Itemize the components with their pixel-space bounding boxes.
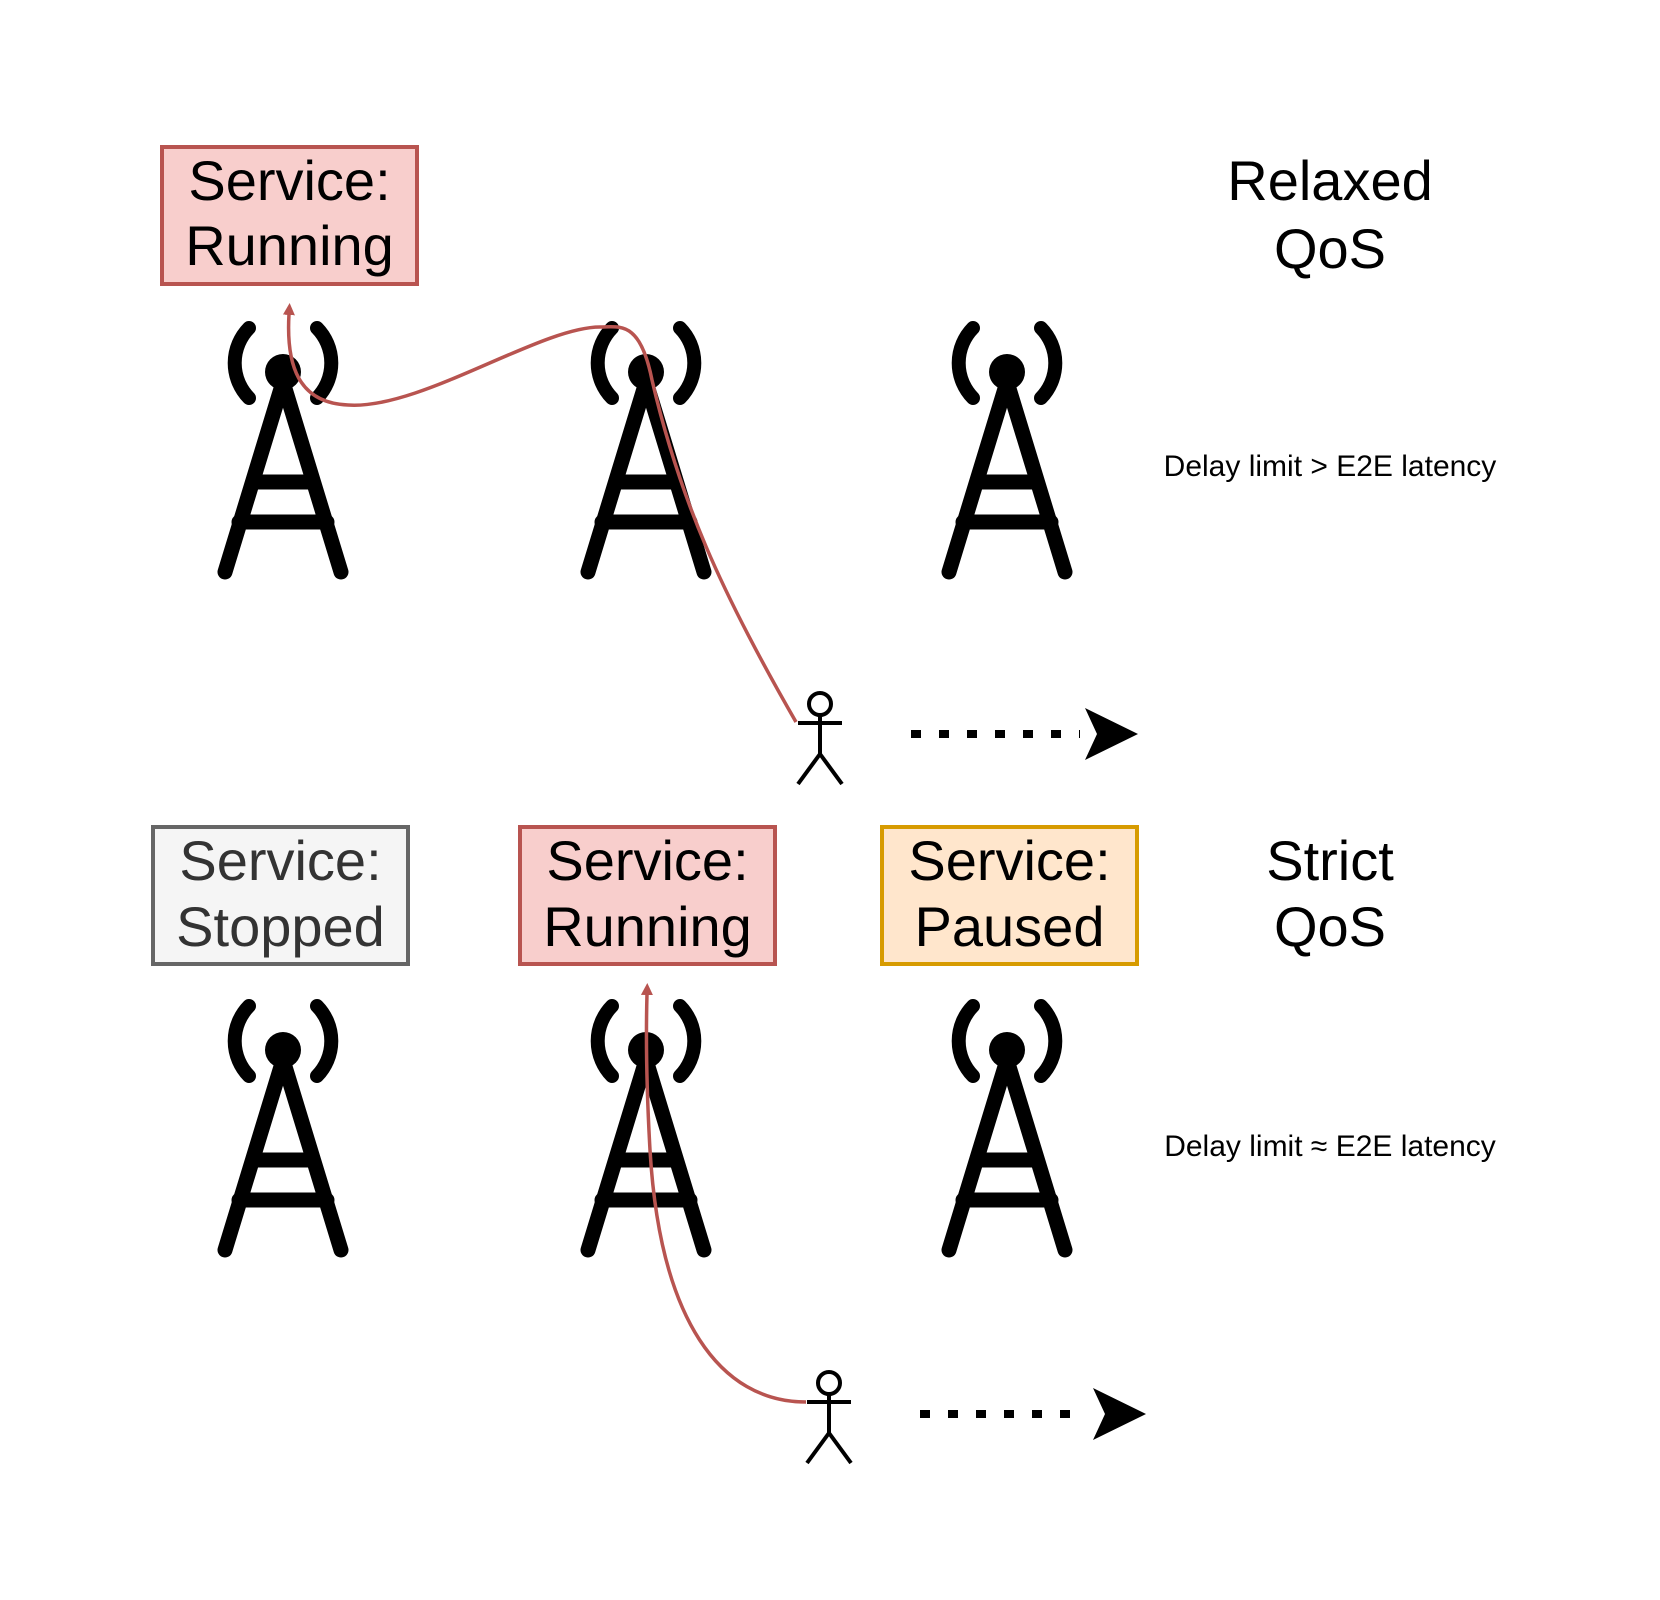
strict-service-box-running-frame bbox=[518, 825, 777, 966]
strict-service-box-stopped: Service: Stopped bbox=[151, 825, 410, 966]
strict-qos-label-line1: Strict bbox=[1266, 829, 1394, 892]
strict-service-box-paused: Service: Paused bbox=[880, 825, 1139, 966]
radio-tower-icon bbox=[949, 1006, 1065, 1250]
radio-tower-icon bbox=[225, 1006, 341, 1250]
relaxed-qos-label-line2: QoS bbox=[1274, 217, 1386, 280]
radio-tower-icon bbox=[588, 328, 704, 572]
strict-service-running-line2: Running bbox=[543, 895, 752, 958]
strict-service-paused-line2: Paused bbox=[915, 895, 1105, 958]
strict-service-box-stopped-frame bbox=[151, 825, 410, 966]
strict-service-stopped-line1: Service: bbox=[179, 829, 381, 892]
dotted-arrow-icon bbox=[920, 1388, 1146, 1440]
radio-tower-icon bbox=[225, 328, 341, 572]
relaxed-service-box-frame bbox=[160, 145, 419, 286]
strict-service-stopped-line2: Stopped bbox=[176, 895, 385, 958]
strict-service-paused-line1: Service: bbox=[908, 829, 1110, 892]
relaxed-scenario: Service: Running Relaxed QoS Delay limit… bbox=[160, 145, 1497, 786]
relaxed-qos-label-line1: Relaxed bbox=[1227, 149, 1432, 212]
relaxed-service-box: Service: Running bbox=[160, 145, 419, 286]
strict-qos-label-line2: QoS bbox=[1274, 895, 1386, 958]
stick-figure-icon bbox=[796, 691, 844, 786]
relaxed-delay-note: Delay limit > E2E latency bbox=[1164, 450, 1497, 483]
strict-delay-note: Delay limit ≈ E2E latency bbox=[1164, 1130, 1496, 1163]
service-connection-path bbox=[640, 983, 807, 1404]
dotted-arrow-icon bbox=[911, 708, 1138, 760]
stick-figure-icon bbox=[805, 1370, 853, 1465]
relaxed-service-label-line1: Service: bbox=[188, 149, 390, 212]
radio-tower-icon bbox=[949, 328, 1065, 572]
service-connection-path bbox=[282, 303, 798, 723]
strict-service-running-line1: Service: bbox=[546, 829, 748, 892]
strict-service-box-running: Service: Running bbox=[518, 825, 777, 966]
relaxed-service-label-line2: Running bbox=[185, 214, 394, 277]
strict-scenario: Service: Stopped Service: Running Servic… bbox=[151, 825, 1496, 1465]
strict-service-box-paused-frame bbox=[880, 825, 1139, 966]
